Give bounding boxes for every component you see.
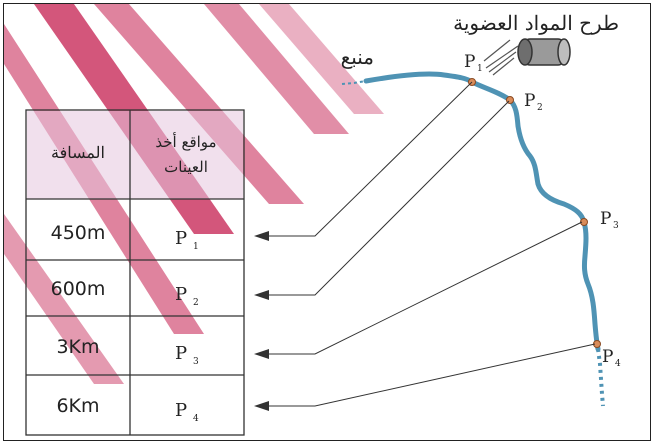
watermark-stripe: [259, 4, 384, 114]
row-site: P: [175, 284, 187, 305]
connector-line-3: [269, 221, 583, 355]
river: [363, 71, 601, 352]
header-sites-line1: مواقع أخذ: [155, 132, 216, 151]
table-header-bg: [27, 111, 243, 199]
point-sub: 3: [613, 221, 619, 231]
header-sites-line2: العينات: [164, 158, 208, 176]
sampling-point-2: P 2: [506, 91, 543, 113]
row-distance: 6Km: [56, 395, 99, 417]
watermark-stripe: [94, 4, 304, 204]
row-site: P: [175, 400, 187, 421]
row-site-sub: 1: [193, 242, 199, 252]
sampling-point-3: P 3: [580, 209, 619, 231]
point-sub: 4: [615, 359, 621, 369]
row-distance: 3Km: [56, 336, 99, 358]
river-source-dots: [341, 80, 367, 85]
diagram-frame: طرح المواد العضوية منبع P: [3, 3, 651, 441]
arrow-head-icon: [254, 231, 269, 241]
row-site-sub: 3: [193, 357, 199, 367]
point-label: P: [524, 91, 535, 111]
row-site: P: [175, 228, 187, 249]
source-label: منبع: [341, 45, 374, 69]
arrow-head-icon: [254, 401, 269, 411]
arrow-head-icon: [254, 349, 269, 359]
row-site-sub: 4: [193, 414, 199, 424]
connector-line-4: [269, 343, 596, 407]
river-mouth-dots: [596, 348, 605, 407]
pipe-icon: [483, 38, 571, 76]
arrow-head-icon: [254, 290, 269, 300]
row-distance: 450m: [51, 222, 106, 244]
row-site: P: [175, 343, 187, 364]
point-label: P: [464, 52, 475, 72]
point-sub: 2: [537, 103, 543, 113]
connector-line-2: [269, 100, 510, 296]
point-label: P: [602, 347, 613, 367]
header-distance: المسافة: [51, 143, 105, 162]
connector-line-1: [269, 81, 473, 237]
row-distance: 600m: [51, 278, 106, 300]
point-sub: 1: [477, 64, 483, 74]
row-site-sub: 2: [193, 298, 199, 308]
watermark-stripe: [4, 214, 124, 384]
sampling-table: المسافة مواقع أخذ العينات 450m P 1 600m …: [25, 109, 245, 436]
title-text: طرح المواد العضوية: [453, 11, 619, 35]
table-border: [25, 109, 245, 436]
sampling-point-4: P 4: [593, 340, 621, 369]
point-label: P: [600, 209, 611, 229]
watermark-stripe: [204, 4, 349, 134]
